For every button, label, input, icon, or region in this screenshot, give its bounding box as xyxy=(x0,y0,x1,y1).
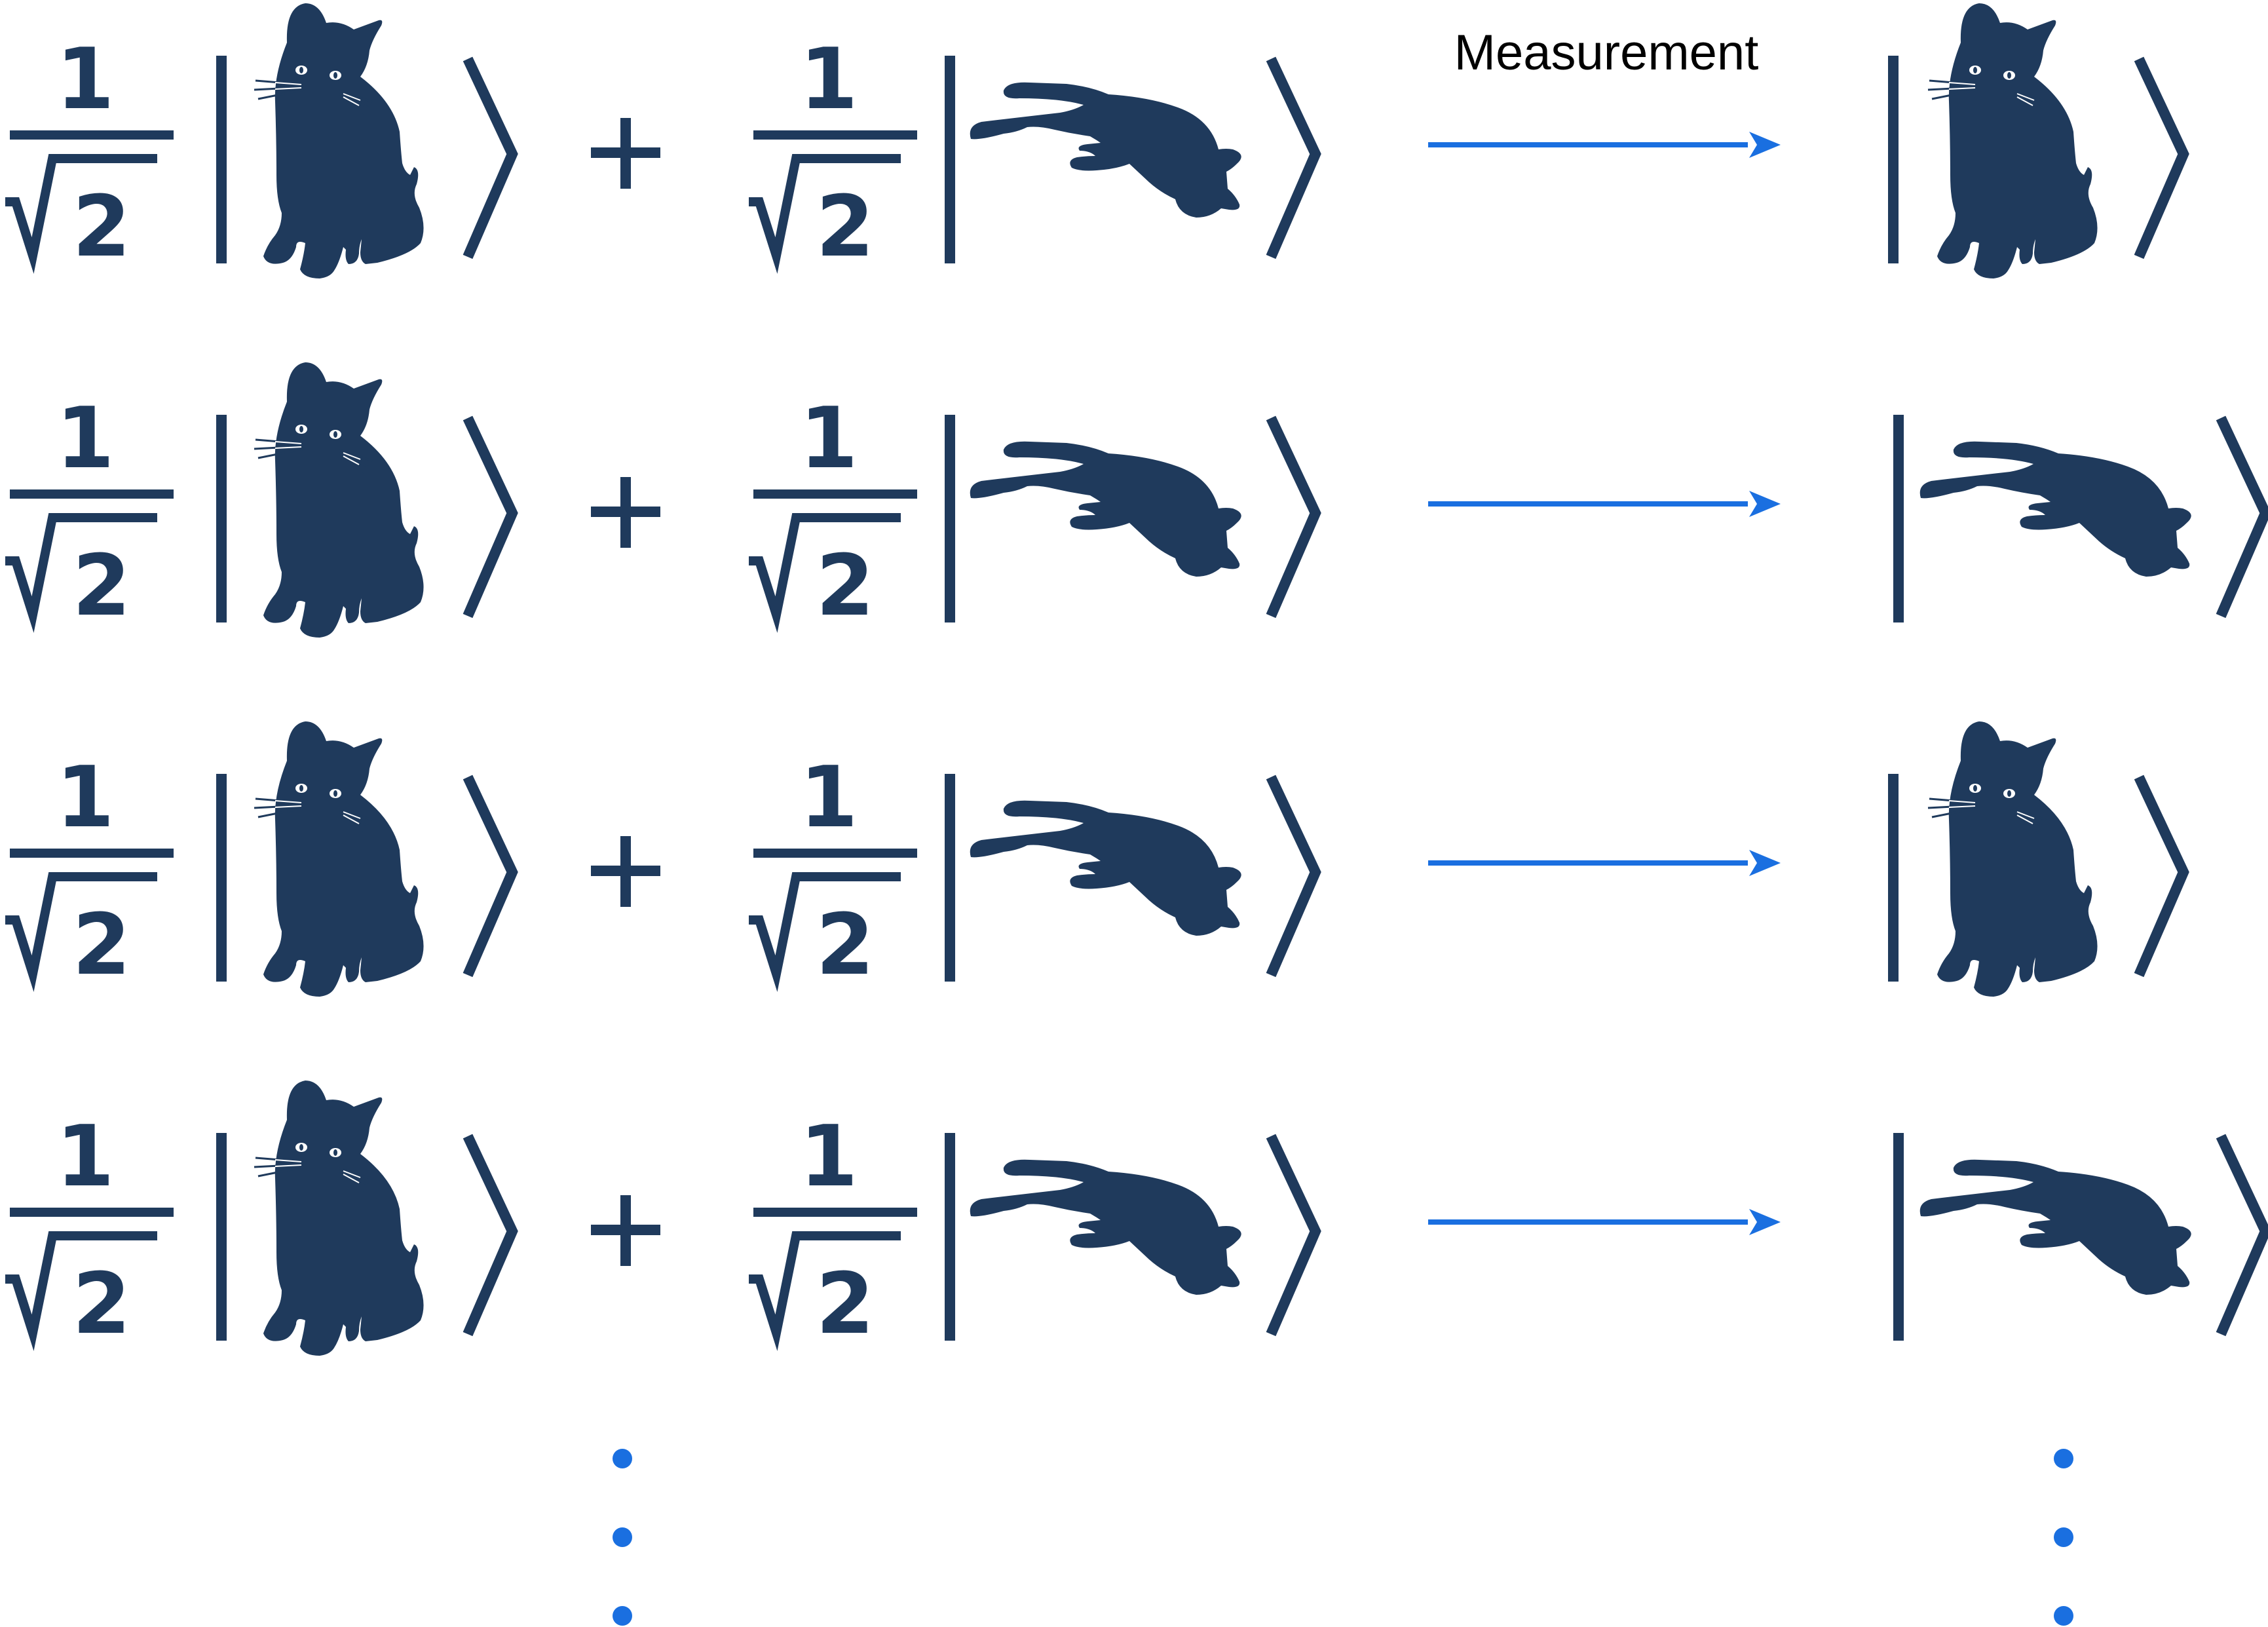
coefficient-one-over-root-two: 12 xyxy=(5,31,174,276)
coefficient-numerator: 1 xyxy=(56,31,114,128)
ket-angle-bracket xyxy=(1266,1134,1321,1337)
lying-cat-icon xyxy=(970,82,1241,218)
coefficient-radicand: 2 xyxy=(816,178,874,276)
ket-dead xyxy=(945,415,1321,622)
coefficient-one-over-root-two: 12 xyxy=(749,749,917,994)
ket-angle-bracket xyxy=(2216,1134,2268,1337)
coefficient-radicand: 2 xyxy=(816,1255,874,1353)
arrow-head-icon xyxy=(1749,1209,1781,1235)
ket-angle-bracket xyxy=(463,56,518,259)
measurement-arrow xyxy=(1428,1209,1781,1235)
coefficient-radicand: 2 xyxy=(72,896,130,994)
result-ket-dead xyxy=(1893,415,2268,622)
arrow-head-icon xyxy=(1749,850,1781,876)
plus-sign xyxy=(591,836,660,907)
square-root-sign xyxy=(5,154,157,274)
coefficient-numerator: 1 xyxy=(799,749,858,847)
sitting-cat-icon xyxy=(253,361,425,639)
ellipsis-dot xyxy=(2054,1606,2073,1626)
lying-cat-icon xyxy=(1919,1159,2191,1295)
ket-angle-bracket xyxy=(1266,775,1321,978)
sitting-cat-icon xyxy=(253,1079,425,1357)
ket-dead xyxy=(945,774,1321,982)
right-vertical-ellipsis xyxy=(2054,1449,2073,1626)
plus-sign xyxy=(591,477,660,548)
ellipsis-dot xyxy=(2054,1449,2073,1468)
coefficient-numerator: 1 xyxy=(56,1108,114,1206)
coefficient-numerator: 1 xyxy=(56,749,114,847)
plus-sign xyxy=(591,1195,660,1266)
measurement-arrow xyxy=(1428,132,1781,158)
coefficient-radicand: 2 xyxy=(72,178,130,276)
coefficient-radicand: 2 xyxy=(816,896,874,994)
ket-angle-bracket xyxy=(2216,415,2268,619)
ket-angle-bracket xyxy=(463,415,518,619)
square-root-sign xyxy=(749,154,901,274)
ket-alive xyxy=(216,56,518,263)
coefficient-numerator: 1 xyxy=(799,390,858,488)
ellipsis-dot xyxy=(613,1606,632,1626)
coefficient-one-over-root-two: 12 xyxy=(5,1108,174,1353)
square-root-sign xyxy=(749,1231,901,1351)
coefficient-one-over-root-two: 12 xyxy=(5,390,174,635)
ket-dead xyxy=(945,56,1321,263)
plus-sign xyxy=(591,118,660,189)
sitting-cat-icon xyxy=(1927,720,2099,998)
measurement-arrow xyxy=(1428,850,1781,876)
ellipsis-dot xyxy=(613,1527,632,1547)
ket-angle-bracket xyxy=(1266,56,1321,259)
ellipsis-dot xyxy=(613,1449,632,1468)
arrow-head-icon xyxy=(1749,132,1781,158)
coefficient-one-over-root-two: 12 xyxy=(749,1108,917,1353)
sitting-cat-icon xyxy=(1927,2,2099,280)
lying-cat-icon xyxy=(970,1159,1241,1295)
square-root-sign xyxy=(5,872,157,992)
ellipsis-dot xyxy=(2054,1527,2073,1547)
result-ket-dead xyxy=(1893,1133,2268,1341)
ket-angle-bracket xyxy=(2134,56,2189,259)
square-root-sign xyxy=(749,513,901,633)
coefficient-one-over-root-two: 12 xyxy=(5,749,174,994)
lying-cat-icon xyxy=(970,441,1241,577)
ket-angle-bracket xyxy=(2134,775,2189,978)
lying-cat-icon xyxy=(1919,441,2191,577)
left-vertical-ellipsis xyxy=(613,1449,632,1626)
ket-angle-bracket xyxy=(463,1134,518,1337)
ket-angle-bracket xyxy=(1266,415,1321,619)
result-ket-alive xyxy=(1888,774,2189,982)
ket-dead xyxy=(945,1133,1321,1341)
coefficient-radicand: 2 xyxy=(816,537,874,635)
ket-alive xyxy=(216,774,518,982)
sitting-cat-icon xyxy=(253,2,425,280)
square-root-sign xyxy=(749,872,901,992)
sitting-cat-icon xyxy=(253,720,425,998)
coefficient-one-over-root-two: 12 xyxy=(749,31,917,276)
coefficient-numerator: 1 xyxy=(56,390,114,488)
coefficient-radicand: 2 xyxy=(72,1255,130,1353)
square-root-sign xyxy=(5,1231,157,1351)
ket-angle-bracket xyxy=(463,775,518,978)
coefficient-one-over-root-two: 12 xyxy=(749,390,917,635)
result-ket-alive xyxy=(1888,56,2189,263)
coefficient-radicand: 2 xyxy=(72,537,130,635)
ket-alive xyxy=(216,415,518,622)
coefficient-numerator: 1 xyxy=(799,1108,858,1206)
arrow-head-icon xyxy=(1749,491,1781,517)
measurement-label: Measurement xyxy=(1454,25,1759,81)
lying-cat-icon xyxy=(970,800,1241,936)
square-root-sign xyxy=(5,513,157,633)
ket-alive xyxy=(216,1133,518,1341)
coefficient-numerator: 1 xyxy=(799,31,858,128)
measurement-arrow xyxy=(1428,491,1781,517)
